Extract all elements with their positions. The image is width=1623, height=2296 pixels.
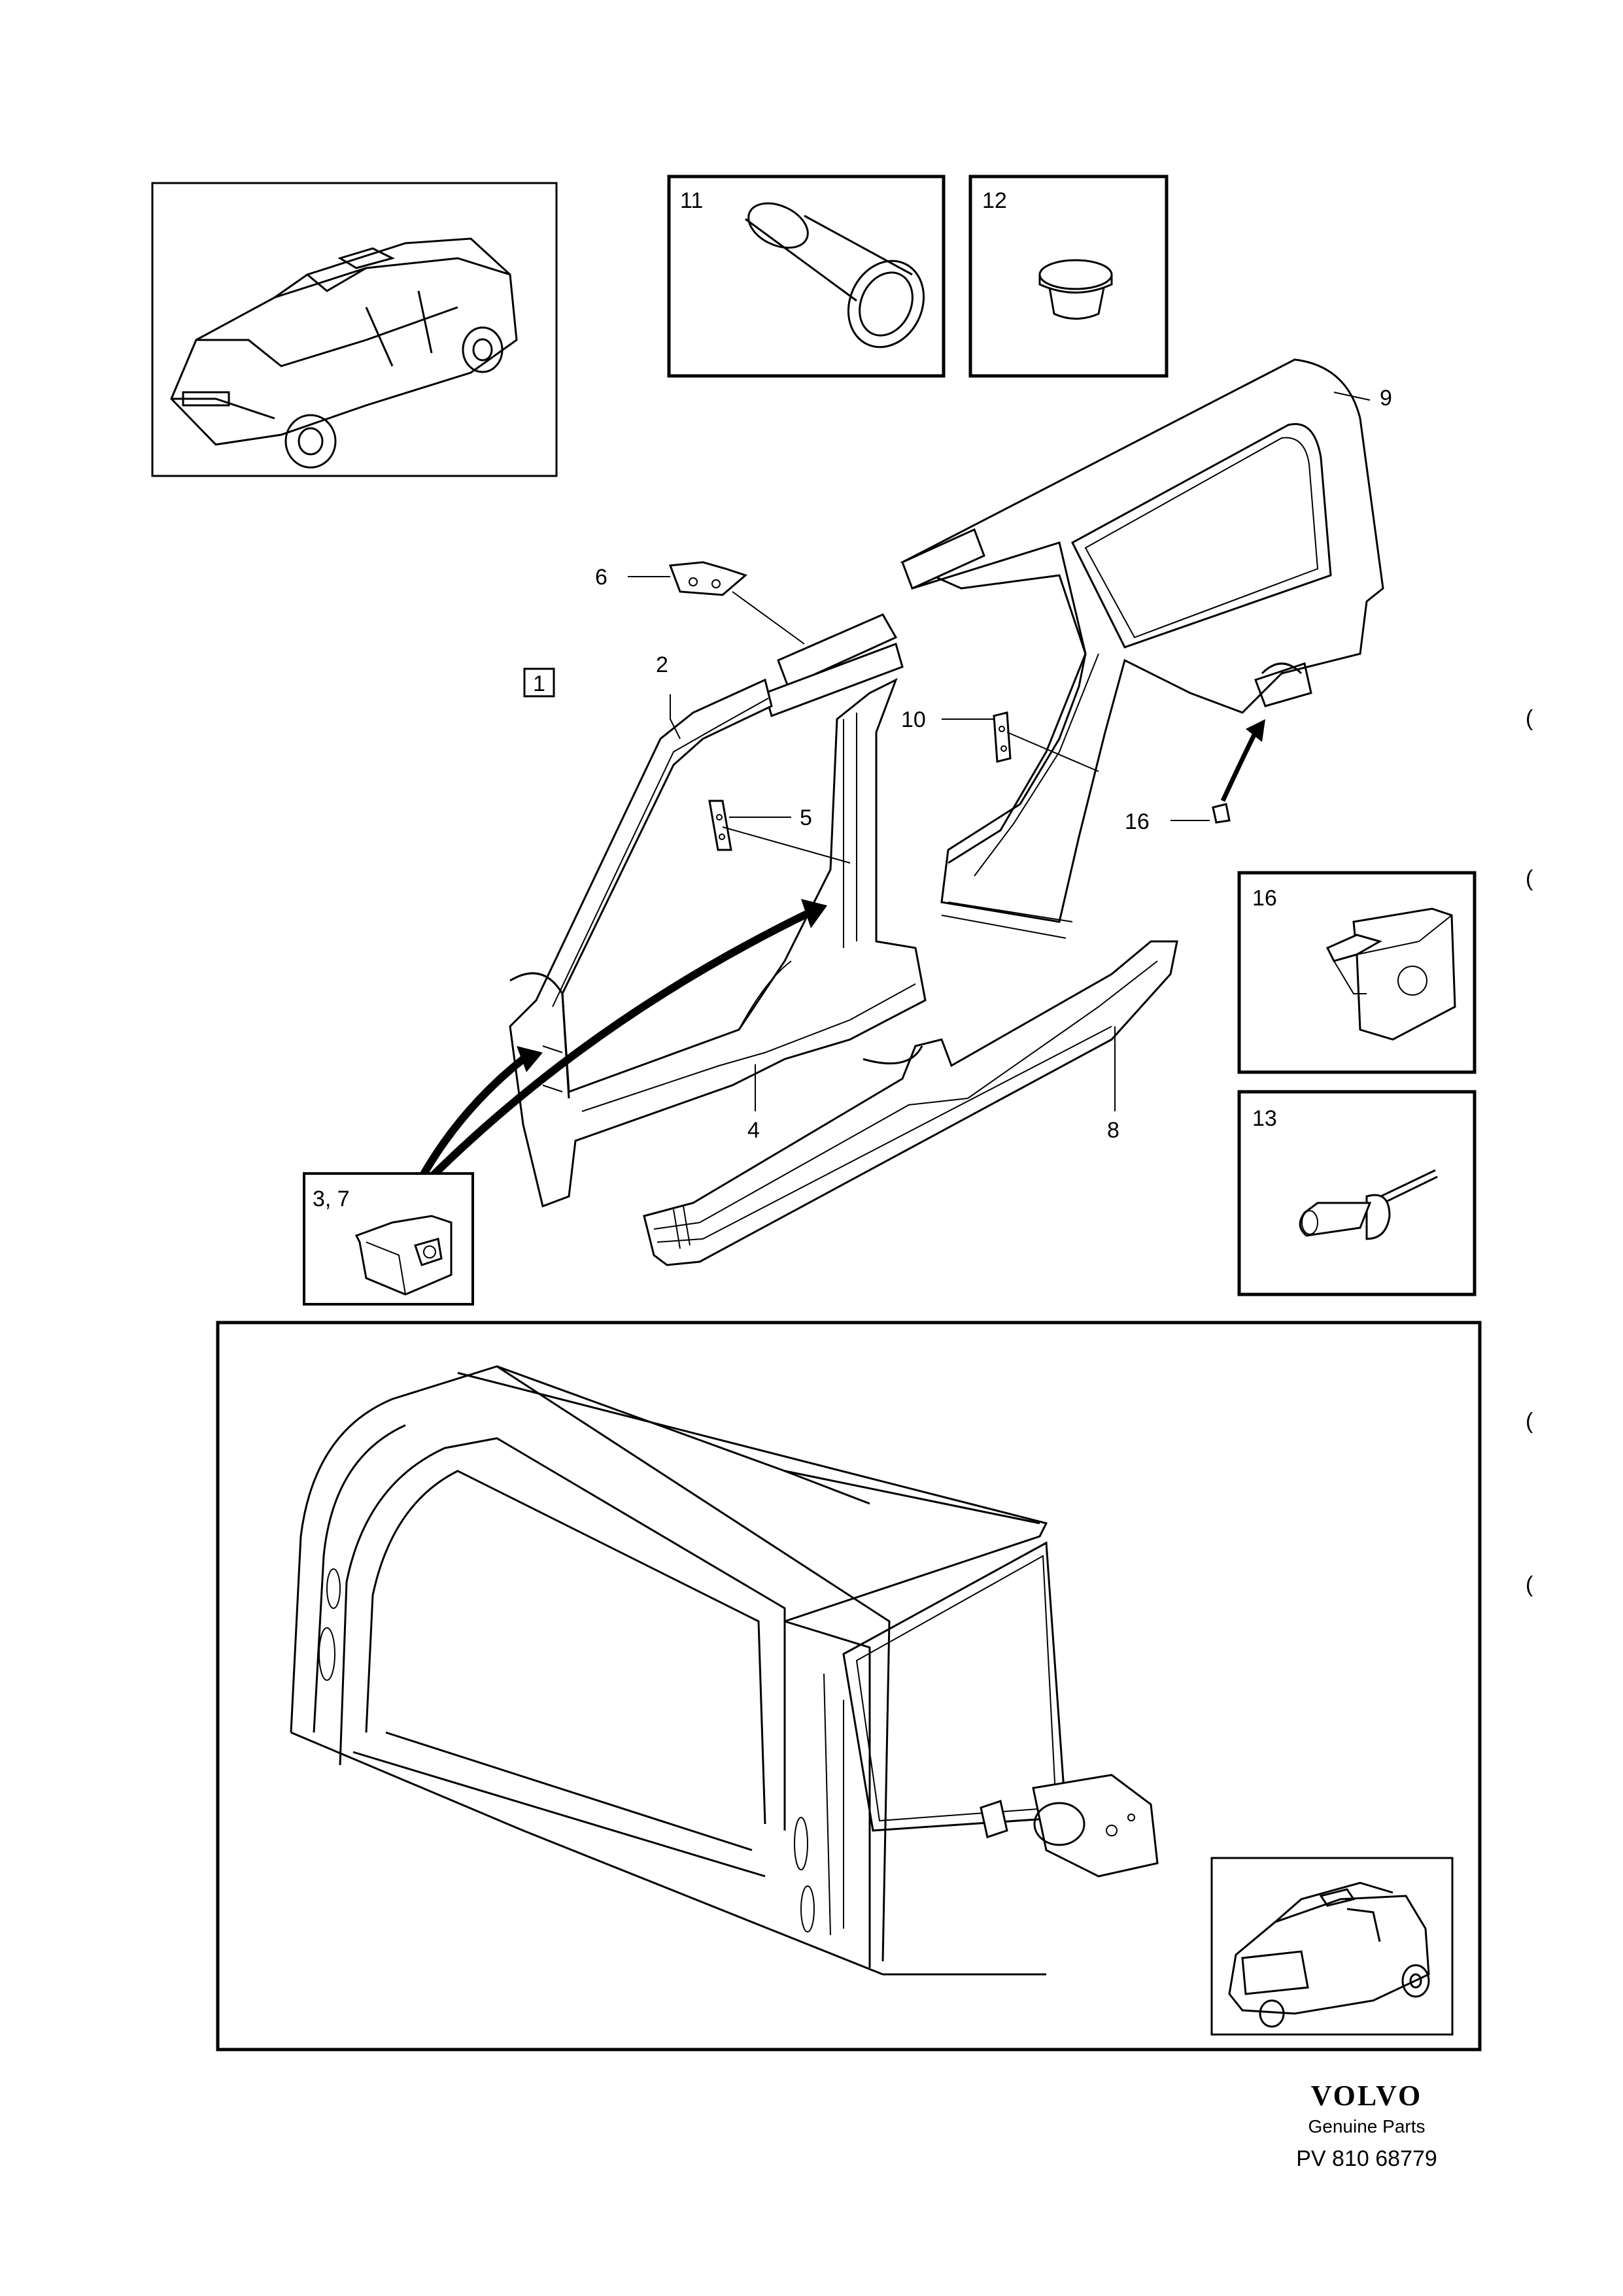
volvo-logo: VOLVO bbox=[1311, 2080, 1423, 2112]
box-16-label: 16 bbox=[1252, 886, 1277, 911]
tailgate-opening-frame bbox=[290, 1365, 1048, 1976]
margin-mark-2: ( bbox=[1526, 866, 1533, 891]
rear-opening-detail-panel bbox=[216, 1321, 1482, 2051]
margin-mark-4: ( bbox=[1526, 1572, 1533, 1597]
bracket-3-7-part bbox=[354, 1215, 453, 1296]
plate-10 bbox=[993, 711, 1012, 763]
clip-16-part bbox=[1325, 907, 1456, 1041]
margin-mark-1: ( bbox=[1526, 706, 1533, 731]
margin-mark-3: ( bbox=[1526, 1409, 1533, 1434]
cylinder-plug-part bbox=[745, 202, 925, 348]
part-box-11: 11 bbox=[667, 175, 946, 378]
box-11-label: 11 bbox=[680, 188, 703, 213]
side-frame-inner bbox=[509, 677, 927, 1208]
callout-5: 5 bbox=[800, 805, 812, 830]
roof-line bbox=[784, 1470, 1046, 1976]
rear-quarter-panel bbox=[900, 358, 1384, 939]
cap-plug-part bbox=[1038, 259, 1113, 320]
callout-1: 1 bbox=[533, 671, 545, 696]
wagon-front-view-thumbnail bbox=[151, 182, 558, 477]
document-number: PV 810 68779 bbox=[1296, 2146, 1437, 2171]
rocker-sill-panel bbox=[643, 940, 1178, 1266]
genuine-parts-tagline: Genuine Parts bbox=[1308, 2116, 1426, 2136]
part-box-12: 12 bbox=[968, 175, 1169, 378]
part-box-13: 13 bbox=[1237, 1090, 1477, 1296]
callout-4: 4 bbox=[747, 1118, 760, 1143]
ref-1-box bbox=[523, 667, 555, 698]
assembly-arrows bbox=[415, 719, 1265, 1187]
callout-9: 9 bbox=[1380, 386, 1392, 411]
callout-16: 16 bbox=[1125, 809, 1150, 834]
bracket-6 bbox=[668, 561, 747, 596]
fuel-filler-parts bbox=[980, 1774, 1159, 1878]
wagon-rear-view-thumbnail bbox=[1210, 1857, 1454, 2036]
margin-marks: ( ( ( ( bbox=[1526, 706, 1533, 1597]
part-box-3-7: 3, 7 bbox=[303, 1172, 474, 1306]
plate-5 bbox=[708, 800, 732, 851]
clip-16-small bbox=[1212, 803, 1231, 824]
callout-6: 6 bbox=[595, 565, 607, 590]
roof-rail-connectors bbox=[764, 528, 985, 717]
callout-2: 2 bbox=[656, 652, 668, 677]
box-13-label: 13 bbox=[1252, 1106, 1277, 1131]
footer: VOLVO Genuine Parts PV 810 68779 bbox=[1296, 2080, 1437, 2171]
box-3-7-label: 3, 7 bbox=[313, 1187, 350, 1211]
rivet-13-part bbox=[1299, 1169, 1438, 1240]
callout-10: 10 bbox=[901, 707, 926, 732]
part-box-16: 16 bbox=[1237, 871, 1477, 1074]
callout-8: 8 bbox=[1107, 1118, 1119, 1143]
box-12-label: 12 bbox=[982, 188, 1007, 213]
